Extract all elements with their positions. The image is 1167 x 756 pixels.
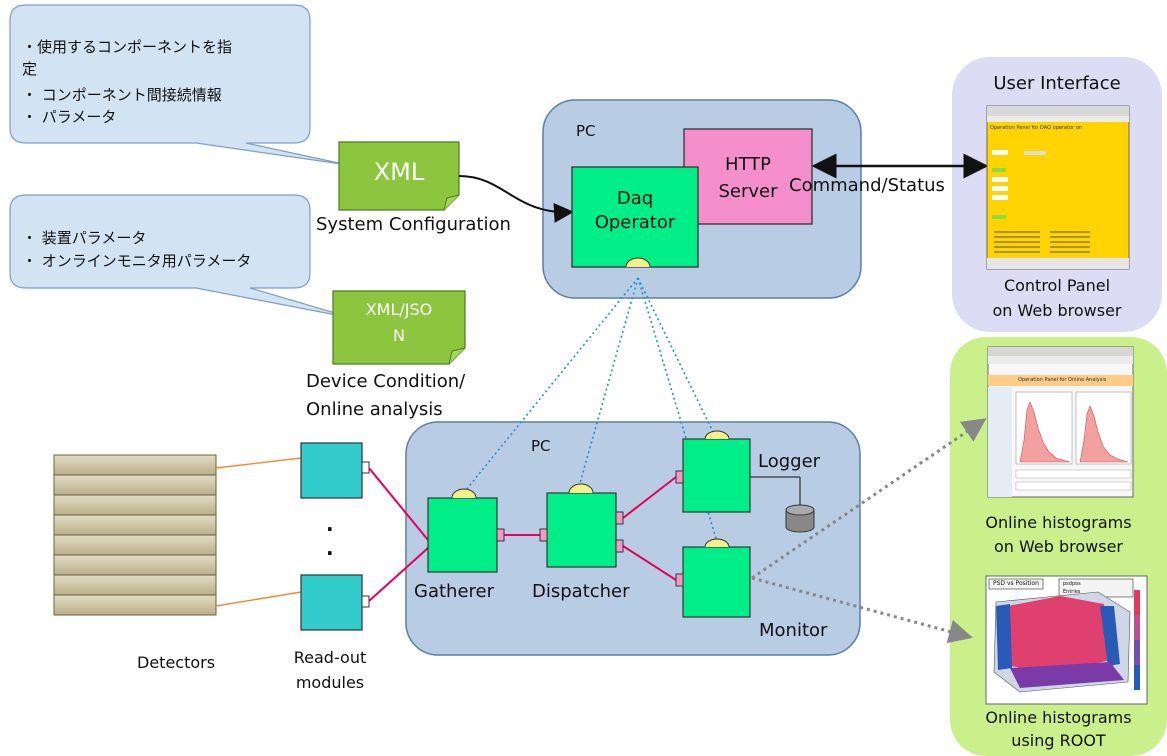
root-plot-title: PSD vs Position xyxy=(993,580,1039,587)
readout-module-top xyxy=(300,442,363,499)
monitor-label: Monitor xyxy=(759,620,828,641)
root-histogram-screenshot xyxy=(985,575,1148,705)
histogram-thumb-title: Operation Panel for Online Analysis xyxy=(1018,377,1107,383)
monitor-box xyxy=(682,546,751,618)
http-server-line-1: HTTP xyxy=(724,154,772,175)
root-hist-name: psdpos xyxy=(1063,581,1081,587)
monitor-output-arrows xyxy=(751,418,987,644)
daq-operator-port xyxy=(625,257,651,268)
config-arrow xyxy=(458,175,574,223)
daq-operator-line-1: Daq xyxy=(616,188,654,209)
readout-ellipsis-1: . xyxy=(326,512,334,536)
device-callout-line-2: ・ オンラインモニタ用パラメータ xyxy=(22,252,252,270)
xml-json-note-line-1: XML/JSO xyxy=(365,300,433,319)
gatherer-label: Gatherer xyxy=(414,581,494,602)
readout-label-1: Read-out xyxy=(293,648,367,667)
web-histogram-screenshot xyxy=(987,346,1134,498)
root-entries-label: Entries xyxy=(1063,589,1081,595)
readout-ellipsis-2: . xyxy=(326,536,334,560)
config-callout-line-4: ・ パラメータ xyxy=(22,108,117,126)
control-links xyxy=(465,277,719,546)
readout-module-bottom xyxy=(300,574,363,631)
disk-storage-icon xyxy=(785,504,815,533)
config-callout-line-1: ・使用するコンポーネントを指 xyxy=(22,38,233,56)
detectors-label: Detectors xyxy=(137,653,216,672)
data-links xyxy=(368,467,677,602)
control-panel-screenshot xyxy=(986,105,1130,270)
control-panel-caption-2: on Web browser xyxy=(992,301,1122,320)
daq-operator-line-2: Operator xyxy=(594,212,676,233)
http-server-box xyxy=(683,128,813,225)
http-server-line-2: Server xyxy=(718,181,778,202)
device-callout-line-1: ・ 装置パラメータ xyxy=(22,229,147,247)
online-web-caption-1: Online histograms xyxy=(985,513,1132,532)
detector-link-bottom xyxy=(215,591,302,607)
logger-label: Logger xyxy=(758,451,821,472)
readout-label-2: modules xyxy=(295,673,365,692)
online-root-caption-2: using ROOT xyxy=(1011,731,1106,750)
control-panel-thumb-title: Operation Panel for DAQ operator on xyxy=(990,125,1082,131)
online-root-caption-1: Online histograms xyxy=(985,708,1132,727)
dispatcher-box xyxy=(546,492,617,568)
pc-top-label: PC xyxy=(576,122,596,140)
logger-box xyxy=(682,438,751,513)
detector-stack xyxy=(53,454,217,616)
online-web-caption-2: on Web browser xyxy=(994,537,1123,556)
online-analysis-label: Online analysis xyxy=(306,399,443,420)
system-configuration-label: System Configuration xyxy=(316,214,511,235)
gatherer-box xyxy=(427,497,498,573)
xml-note-label: XML xyxy=(373,158,425,186)
user-interface-title: User Interface xyxy=(993,73,1121,94)
config-callout-bubble xyxy=(9,4,349,166)
dispatcher-label: Dispatcher xyxy=(532,581,630,602)
config-callout-line-3: ・ コンポーネント間接続情報 xyxy=(22,86,222,104)
command-status-label: Command/Status xyxy=(789,175,945,196)
control-panel-caption-1: Control Panel xyxy=(1003,276,1111,295)
device-callout-bubble xyxy=(9,194,353,319)
device-condition-label: Device Condition/ xyxy=(306,371,466,392)
detector-link-top xyxy=(215,457,302,469)
xml-json-note-line-2: N xyxy=(393,326,405,345)
pc-bottom-label: PC xyxy=(531,437,551,455)
config-callout-line-2: 定 xyxy=(22,60,38,78)
